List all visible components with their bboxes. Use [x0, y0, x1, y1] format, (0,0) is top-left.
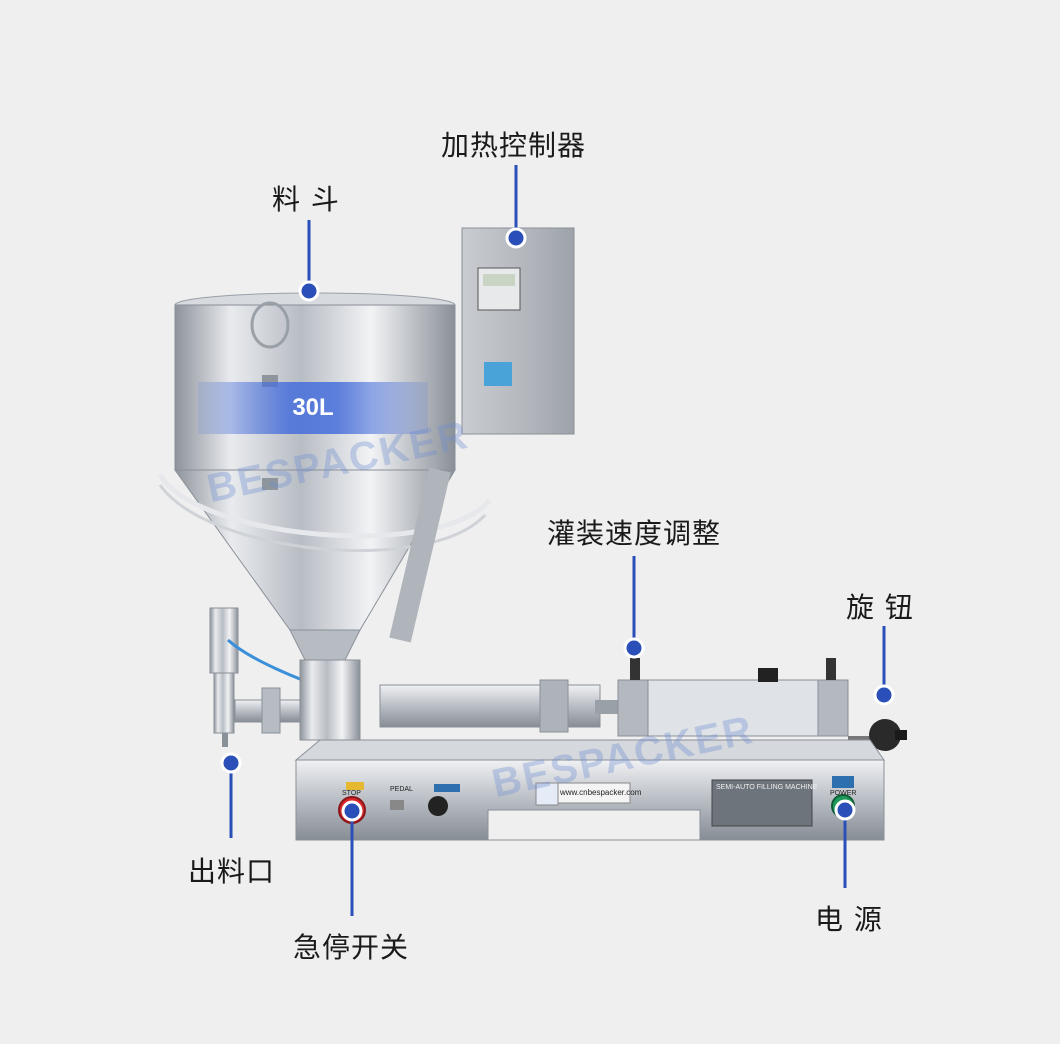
speed-dot [623, 637, 645, 659]
outlet-dot [220, 752, 242, 774]
heating-control-box [461, 227, 575, 435]
stop-dot [341, 800, 363, 822]
knob-dot [873, 684, 895, 706]
callout-knob: 旋 钮 [846, 591, 914, 624]
callout-filling-speed: 灌装速度调整 [547, 517, 722, 550]
nameplate-title: SEMI-AUTO FILLING MACHINE [716, 784, 818, 791]
machine-base [294, 739, 885, 841]
heating-cable [157, 473, 492, 539]
controller-dot [505, 227, 527, 249]
mode-selector [428, 796, 448, 816]
callout-outlet: 出料口 [188, 855, 276, 888]
adjustment-knob-graphic [869, 719, 907, 751]
pump-cylinder [299, 659, 620, 741]
pedal-caption: PEDAL [390, 786, 413, 793]
stop-caption: STOP [342, 790, 361, 797]
callout-emergency-stop: 急停开关 [293, 931, 410, 964]
hopper-dot [298, 280, 320, 302]
nameplate [711, 779, 813, 827]
breaker-switch [484, 362, 512, 386]
power-dot [834, 799, 856, 821]
callout-heating-controller: 加热控制器 [441, 129, 587, 162]
heater-sleeve [389, 467, 451, 643]
panel-website: www.cnbespacker.com [560, 788, 642, 797]
air-cylinder [617, 658, 878, 740]
hopper-capacity-badge: 30L [198, 382, 428, 434]
callout-hopper: 料 斗 [272, 183, 340, 216]
power-caption: POWER [830, 790, 857, 797]
callout-power: 电 源 [815, 903, 883, 936]
